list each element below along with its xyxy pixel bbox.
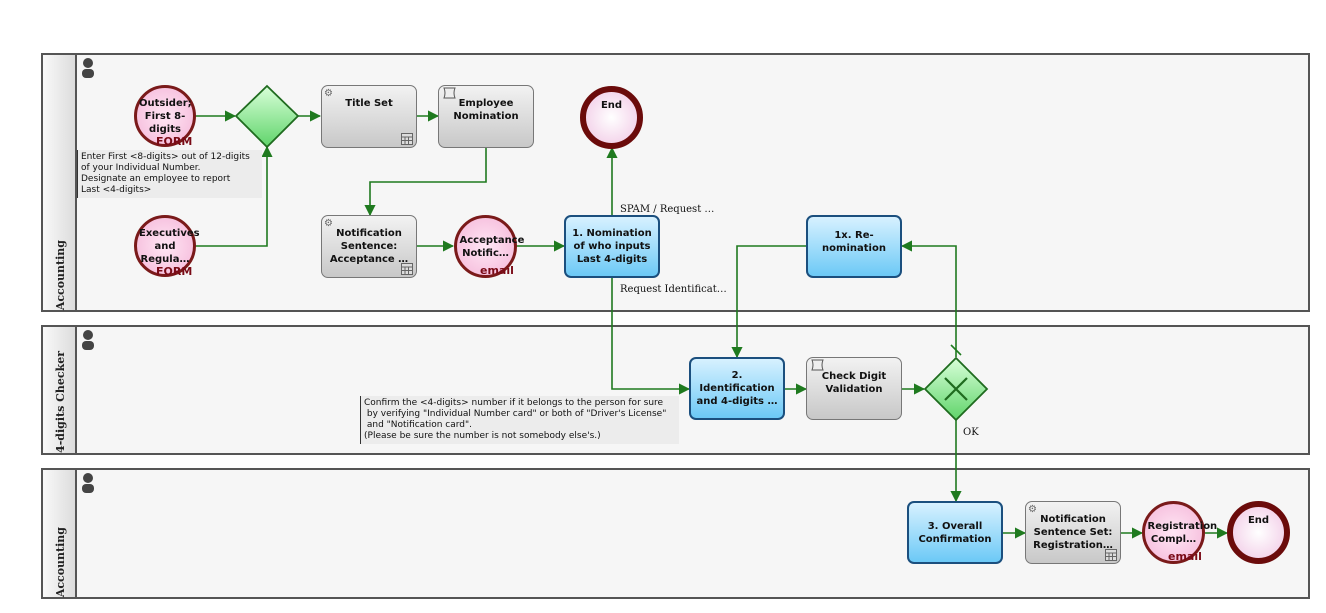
end-event-top[interactable]: End	[580, 86, 643, 149]
task-nomination-last4[interactable]: 1. Nomination of who inputs Last 4-digit…	[564, 215, 660, 278]
email-event-acceptance[interactable]: Acceptance Notific…	[454, 215, 524, 278]
calculator-icon	[401, 133, 413, 145]
task-notification-acceptance[interactable]: ⚙ Notification Sentence: Acceptance …	[321, 215, 417, 278]
gear-icon: ⚙	[1028, 504, 1037, 515]
flow-gateway-renomination	[900, 240, 957, 357]
script-icon	[443, 87, 456, 99]
start-event-outsider[interactable]: Outsider; First 8-digits	[134, 85, 196, 147]
lane-header	[43, 470, 77, 597]
edge-label-ok: OK	[963, 427, 979, 438]
note-first-digits: Enter First <8-digits> out of 12-digits …	[77, 150, 262, 198]
person-icon	[82, 473, 94, 493]
task-renomination[interactable]: 1x. Re-nomination	[806, 215, 902, 278]
script-icon	[811, 359, 824, 371]
email-event-registration[interactable]: Registration Compl…	[1142, 501, 1217, 564]
flow-executives-gateway	[195, 145, 273, 247]
lane-header	[43, 55, 77, 310]
flow-employee-notification	[364, 148, 487, 217]
gateway-exclusive-icon	[923, 356, 989, 422]
form-tag: FORM	[156, 265, 193, 278]
task-check-digit[interactable]: Check Digit Validation	[806, 357, 902, 420]
task-title-set[interactable]: ⚙ Title Set	[321, 85, 417, 148]
gear-icon: ⚙	[324, 88, 333, 99]
email-tag: email	[1168, 550, 1202, 563]
note-checker: Confirm the <4-digits> number if it belo…	[360, 396, 679, 444]
gear-icon: ⚙	[324, 218, 333, 229]
task-overall-confirmation[interactable]: 3. Overall Confirmation	[907, 501, 1003, 564]
email-tag: email	[480, 264, 514, 277]
start-event-executives[interactable]: Executives and Regula…	[134, 215, 200, 277]
task-identification[interactable]: 2. Identification and 4-digits …	[689, 357, 785, 420]
flow-nomination-identification	[611, 278, 691, 395]
person-icon	[82, 58, 94, 78]
task-notification-registration[interactable]: ⚙ Notification Sentence Set: Registratio…	[1025, 501, 1121, 564]
flow-renomination-identification	[731, 245, 806, 359]
edge-label-spam: SPAM / Request …	[620, 204, 715, 215]
edge-label-request-identification: Request Identificat…	[620, 284, 727, 295]
task-employee-nomination[interactable]: Employee Nomination	[438, 85, 534, 148]
end-event-bottom[interactable]: End	[1227, 501, 1290, 564]
calculator-icon	[1105, 549, 1117, 561]
form-tag: FORM	[156, 135, 193, 148]
calculator-icon	[401, 263, 413, 275]
person-icon	[82, 330, 94, 350]
gateway-parallel-icon	[234, 84, 300, 149]
lane-header	[43, 327, 77, 453]
